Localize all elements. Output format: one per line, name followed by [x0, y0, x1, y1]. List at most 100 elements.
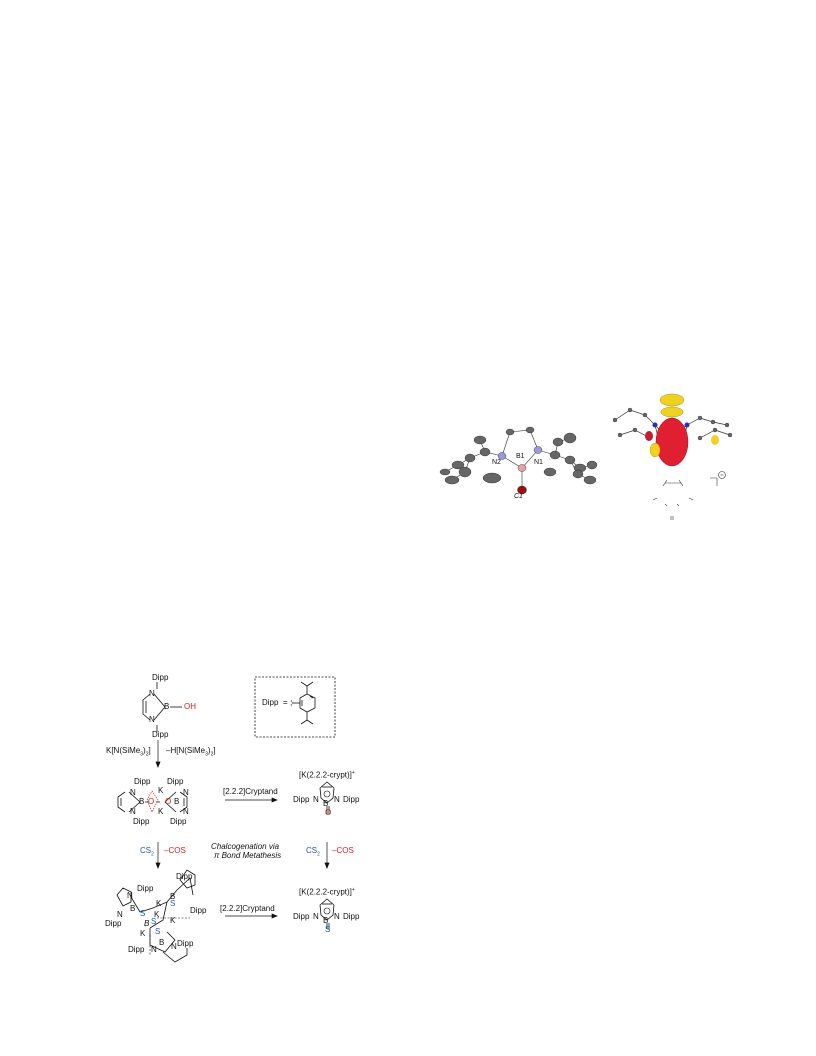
cluster-k: K: [140, 929, 146, 938]
dipp-top-label: Dipp: [152, 673, 169, 682]
kcrypt-cation-label-1: [K(2.2.2-crypt)]+: [299, 770, 355, 780]
dimer-k-label: K: [158, 786, 164, 795]
reaction-arrows: [155, 740, 330, 919]
label-b1: B1: [516, 453, 525, 460]
product-thio-ring: [319, 898, 335, 929]
orbital-n-atom: [652, 422, 658, 428]
orbital-lobe-red: [645, 431, 653, 441]
b-label: B: [164, 702, 170, 711]
orbital-lobe-yellow: [660, 406, 684, 418]
chalcogenation-label: Chalcogenation via: [211, 842, 280, 851]
dimer-b-label: B: [139, 797, 145, 806]
legend-equals: =: [283, 698, 288, 707]
dimer-dipp-label: Dipp: [133, 817, 150, 826]
dimer-b-label: B: [174, 797, 180, 806]
k-o-contacts: [146, 790, 159, 813]
legend-dipp-label: Dipp: [262, 698, 279, 707]
c1-atom: [517, 485, 527, 495]
dimer-o-label: O: [165, 797, 172, 806]
cluster-b: B: [170, 892, 176, 901]
product2-b: B: [323, 916, 329, 925]
cluster-s: S: [155, 927, 161, 936]
carbon-ellipsoids: [439, 426, 598, 485]
orbital-figure: [612, 393, 733, 520]
delocalization-ring: [323, 907, 331, 915]
cryptand-label-1: [2.2.2]Cryptand: [223, 787, 278, 796]
cluster-n: N: [117, 910, 123, 919]
cluster-n: N: [151, 945, 157, 954]
product2-dipp-right: Dipp: [343, 912, 360, 921]
cluster-s: S: [140, 909, 146, 918]
crystal-structure-figure: [439, 426, 598, 495]
product2-n-right: N: [334, 912, 340, 921]
oh-label: OH: [184, 702, 196, 711]
cluster-s: S: [170, 899, 176, 908]
dimer-n-label: N: [183, 807, 189, 816]
cs2-reagent-label-1: CS2: [140, 846, 154, 858]
minus-cos-label-2: –COS: [332, 846, 354, 855]
product1-n-left: N: [313, 795, 319, 804]
start-diazaborole-ring: [142, 682, 182, 732]
orbital-lobe-red: [655, 417, 689, 467]
product1-dipp-right: Dipp: [343, 795, 360, 804]
product1-b: B: [323, 799, 329, 808]
dimer-dipp-label: Dipp: [134, 777, 151, 786]
product1-n-right: N: [334, 795, 340, 804]
cluster-dipp: Dipp: [105, 919, 122, 928]
cluster-k: K: [156, 899, 162, 908]
cluster-k: K: [170, 916, 176, 925]
orbital-fragment-sketch: [652, 477, 718, 520]
n2-atom: [497, 452, 507, 460]
cluster-structure: [116, 869, 196, 963]
orbital-lobe-yellow: [649, 442, 661, 458]
product2-s: S: [325, 925, 331, 934]
cs2-reagent-label-2: CS2: [306, 846, 320, 858]
minus-cos-label-1: –COS: [164, 846, 186, 855]
cluster-b: B: [144, 919, 150, 928]
kcrypt-cation-label-2: [K(2.2.2-crypt)]+: [299, 887, 355, 897]
n-bottom-label: N: [149, 715, 155, 724]
product2-dipp-left: Dipp: [293, 912, 310, 921]
cluster-b: B: [130, 904, 136, 913]
product1-dipp-left: Dipp: [293, 795, 310, 804]
reagent-kn-label: K[N(SiMe3)2]: [106, 746, 151, 758]
dimer-o-label: O: [148, 797, 155, 806]
dimer-dipp-label: Dipp: [170, 817, 187, 826]
cluster-b: B: [159, 938, 165, 947]
dipp-legend-box: [254, 676, 336, 738]
orbital-lobe-yellow: [659, 393, 685, 407]
dipp-legend-structure: [290, 681, 316, 725]
cryptand-label-2: [2.2.2]Cryptand: [220, 904, 275, 913]
metathesis-label: π Bond Metathesis: [214, 851, 282, 860]
cluster-dipp: Dipp: [128, 945, 145, 954]
dimer-k-label: K: [158, 807, 164, 816]
cluster-n: N: [171, 942, 177, 951]
cluster-dipp: Dipp: [176, 872, 193, 881]
dimer-n-label: N: [130, 807, 136, 816]
cluster-dipp: Dipp: [177, 939, 194, 948]
cluster-n: N: [127, 891, 133, 900]
dimer-n-label: N: [183, 788, 189, 797]
label-c1: C1: [514, 493, 523, 500]
reaction-scheme-graphics: [116, 676, 336, 963]
k-s-contacts: [149, 917, 190, 955]
product1-o: O: [325, 808, 332, 817]
n1-atom: [533, 446, 543, 454]
product2-n-left: N: [313, 912, 319, 921]
dipp-bottom-label: Dipp: [152, 730, 169, 739]
orbital-lobe-yellow: [711, 435, 719, 445]
cluster-dipp: Dipp: [190, 906, 207, 915]
label-n2: N2: [492, 459, 501, 466]
b1-atom: [517, 464, 527, 472]
orbital-n-atom: [684, 422, 690, 428]
dimer-dipp-label: Dipp: [167, 777, 184, 786]
n-top-label: N: [149, 689, 155, 698]
product-oxo-ring: [319, 781, 335, 814]
delocalization-ring: [323, 790, 331, 798]
dimer-n-label: N: [130, 788, 136, 797]
byproduct-hn-label: –H[N(SiMe3)2]: [166, 746, 216, 758]
cluster-s: S: [151, 917, 157, 926]
label-n1: N1: [534, 459, 543, 466]
cluster-dipp: Dipp: [137, 884, 154, 893]
cluster-k: K: [154, 910, 160, 919]
